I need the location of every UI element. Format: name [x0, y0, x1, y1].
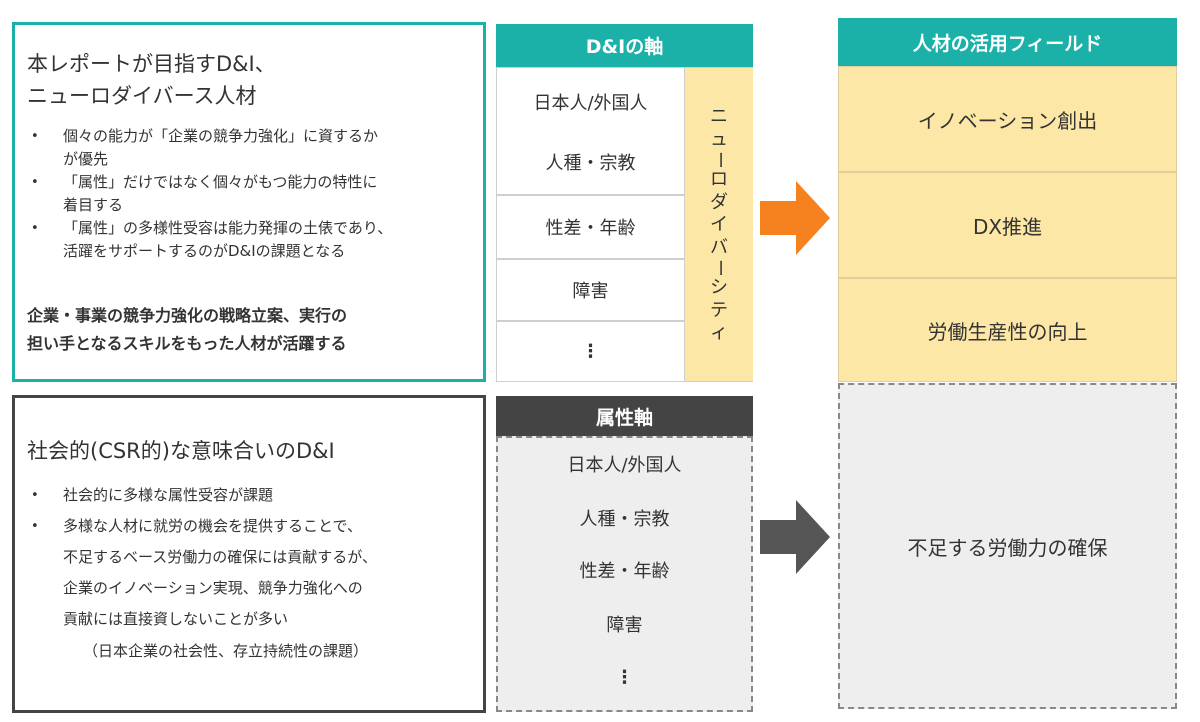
row-divider [497, 194, 684, 196]
label-char: ニ [710, 106, 728, 127]
attribute-axis-item: 人種・宗教 [579, 509, 670, 530]
neurodiversity-vertical-label: ニ ュ ー ロ ダ イ バ ー シ テ ィ [685, 106, 753, 345]
attribute-axis-item: 性差・年齢 [579, 561, 670, 582]
attribute-axis-item-ellipsis: ⋮ [615, 667, 634, 688]
label-char: ィ [710, 322, 728, 343]
di-axis-item: 性差・年齢 [545, 218, 636, 239]
csr-title: 社会的(CSR的)な意味合いのD&I [27, 439, 335, 463]
di-axis-header: D&Iの軸 [496, 24, 753, 67]
label-char: ュ [710, 128, 728, 150]
attribute-axis-item: 日本人/外国人 [567, 455, 682, 476]
talent-field-header: 人材の活用フィールド [838, 18, 1177, 66]
bullet-line: 多様な人材に就労の機会を提供することで、 [63, 517, 362, 535]
row-divider [497, 258, 684, 260]
csr-note: （日本企業の社会性、存立持続性の課題） [83, 642, 369, 660]
talent-field-labor-shortage: 不足する労働力の確保 [838, 383, 1177, 709]
csr-bullet: 社会的に多様な属性受容が課題 [27, 480, 377, 511]
summary-line: 企業・事業の競争力強化の戦略立案、実行の [27, 306, 348, 325]
neurodiverse-title-line-1: 本レポートが目指すD&I、 [27, 52, 276, 76]
di-axis-item: 日本人/外国人 [533, 93, 648, 114]
bullet-line: 社会的に多様な属性受容が課題 [63, 486, 274, 504]
bullet-line: 活躍をサポートするのがD&Iの課題となる [63, 242, 346, 260]
orange-arrow-icon [760, 181, 830, 255]
bullet-line: 個々の能力が「企業の競争力強化」に資するか [63, 127, 379, 145]
csr-box: 社会的(CSR的)な意味合いのD&I 社会的に多様な属性受容が課題 多様な人材に… [12, 395, 486, 713]
bullet-line: 「属性」だけではなく個々がもつ能力の特性に [63, 173, 378, 191]
csr-bullet-list: 社会的に多様な属性受容が課題 多様な人材に就労の機会を提供することで、 不足する… [27, 480, 377, 635]
label-char: バ [710, 236, 728, 258]
bullet-line: 貢献には直接資しないことが多い [63, 610, 289, 628]
di-axis-table: 日本人/外国人 人種・宗教 性差・年齢 障害 ⋮ ニ ュ ー ロ ダ イ バ ー… [496, 67, 753, 382]
bullet-line: が優先 [63, 150, 109, 168]
bullet-line: 不足するベース労働力の確保には貢献するが、 [63, 548, 377, 566]
attribute-axis-header: 属性軸 [496, 396, 753, 436]
row-divider [497, 320, 684, 322]
neurodiverse-bullet: 個々の能力が「企業の競争力強化」に資するか が優先 [27, 125, 392, 171]
talent-field-item: イノベーション創出 [838, 66, 1177, 172]
di-axis-item: 障害 [572, 281, 609, 302]
bullet-line: 着目する [63, 196, 124, 214]
neurodiverse-bullet-list: 個々の能力が「企業の競争力強化」に資するか が優先 「属性」だけではなく個々がも… [27, 125, 392, 263]
attribute-axis-table: 日本人/外国人 人種・宗教 性差・年齢 障害 ⋮ [496, 436, 753, 712]
bullet-line: 「属性」の多様性受容は能力発揮の土俵であり、 [63, 219, 393, 237]
label-char: イ [710, 214, 728, 235]
neurodiverse-bullet: 「属性」の多様性受容は能力発揮の土俵であり、 活躍をサポートするのがD&Iの課題… [27, 217, 392, 263]
di-axis-item: 人種・宗教 [545, 153, 636, 174]
di-axis-item-ellipsis: ⋮ [581, 341, 600, 362]
neurodiverse-title-line-2: ニューロダイバース人材 [27, 84, 257, 108]
gray-arrow-icon [760, 500, 830, 574]
label-char: ー [709, 259, 731, 277]
bullet-line: 企業のイノベーション実現、競争力強化への [63, 579, 363, 597]
attribute-axis-item: 障害 [606, 615, 643, 636]
neurodiverse-summary: 企業・事業の競争力強化の戦略立案、実行の 担い手となるスキルをもった人材が活躍す… [27, 302, 347, 358]
summary-line: 担い手となるスキルをもった人材が活躍する [27, 334, 347, 353]
talent-field-item: DX推進 [838, 172, 1177, 278]
neurodiversity-column: ニ ュ ー ロ ダ イ バ ー シ テ ィ [684, 68, 753, 381]
talent-field-item: 労働生産性の向上 [838, 278, 1177, 382]
label-char: ダ [710, 191, 728, 213]
label-char: テ [710, 299, 728, 321]
csr-bullet: 多様な人材に就労の機会を提供することで、 不足するベース労働力の確保には貢献する… [27, 511, 377, 635]
neurodiverse-box: 本レポートが目指すD&I、 ニューロダイバース人材 個々の能力が「企業の競争力強… [12, 22, 486, 382]
label-char: ロ [710, 169, 728, 190]
neurodiverse-bullet: 「属性」だけではなく個々がもつ能力の特性に 着目する [27, 171, 392, 217]
label-char: ー [709, 151, 731, 169]
label-char: シ [710, 277, 728, 298]
